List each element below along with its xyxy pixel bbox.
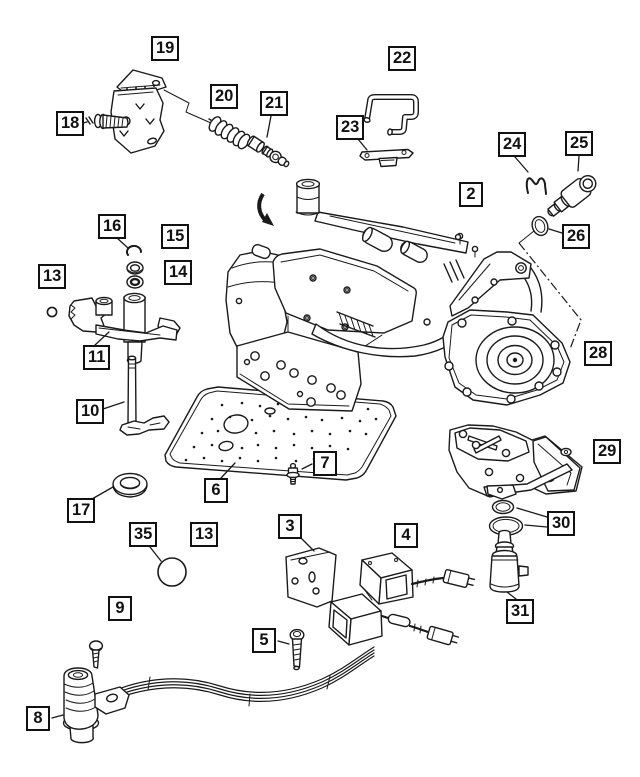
callout-29: 29 — [593, 439, 622, 464]
callout-14: 14 — [164, 260, 193, 285]
governor-solenoid — [489, 529, 529, 593]
callout-19: 19 — [151, 36, 180, 61]
callout-26: 26 — [562, 224, 591, 249]
washer-upper — [126, 261, 144, 275]
accumulator-housing — [448, 424, 583, 500]
callout-21: 21 — [260, 91, 289, 116]
callout-25: 25 — [565, 131, 594, 156]
callout-3: 3 — [278, 514, 302, 539]
callout-17: 17 — [67, 498, 96, 523]
callout-13a: 13 — [38, 264, 67, 289]
axis-dashdot — [518, 242, 582, 350]
e-clip — [126, 244, 143, 256]
tube-bracket — [359, 148, 414, 168]
axis-line — [518, 230, 535, 244]
screw-small — [88, 640, 104, 669]
callout-30: 30 — [547, 511, 576, 536]
callout-22: 22 — [388, 46, 417, 71]
leader-lines — [51, 115, 580, 719]
callout-13b: 13 — [190, 522, 219, 547]
link-line — [163, 89, 212, 124]
callout-18: 18 — [56, 111, 85, 136]
callout-24: 24 — [498, 132, 527, 157]
callout-35: 35 — [129, 522, 158, 547]
callout-28: 28 — [584, 341, 613, 366]
park-rod — [119, 355, 170, 436]
callout-15: 15 — [161, 224, 190, 249]
oil-tube — [363, 94, 419, 136]
valve-plunger — [246, 135, 290, 168]
callout-5: 5 — [252, 628, 276, 653]
washer-lower — [126, 275, 144, 289]
retaining-clip — [525, 177, 547, 195]
bracket-part — [110, 69, 167, 154]
harness-grommet — [62, 667, 130, 744]
callout-9: 9 — [108, 596, 132, 621]
transfer-plate — [442, 309, 571, 406]
solenoid-bracket — [285, 547, 337, 608]
callout-6: 6 — [204, 478, 228, 503]
connector-1 — [442, 569, 476, 589]
seal-ring-small — [46, 306, 58, 318]
seal — [112, 472, 148, 498]
bolt — [286, 462, 300, 485]
callout-4: 4 — [394, 523, 418, 548]
solenoid-block — [328, 552, 476, 646]
spring — [208, 116, 251, 150]
seal-ring-large — [157, 557, 187, 587]
callout-31: 31 — [506, 599, 535, 624]
callout-23: 23 — [336, 115, 365, 140]
valve-body — [225, 178, 543, 412]
bracket-screw — [85, 113, 129, 130]
o-ring-small — [531, 215, 549, 237]
mounting-screw — [289, 628, 305, 671]
callout-10: 10 — [76, 399, 105, 424]
callout-7: 7 — [313, 451, 337, 476]
plate-holes — [184, 401, 378, 464]
callout-2: 2 — [459, 182, 483, 207]
callout-20: 20 — [210, 84, 239, 109]
callout-8: 8 — [26, 706, 50, 731]
wiring-harness — [89, 646, 375, 712]
connector-2 — [426, 625, 460, 646]
pressure-valve — [547, 174, 597, 217]
callout-11: 11 — [83, 345, 111, 370]
callout-16: 16 — [98, 214, 127, 239]
